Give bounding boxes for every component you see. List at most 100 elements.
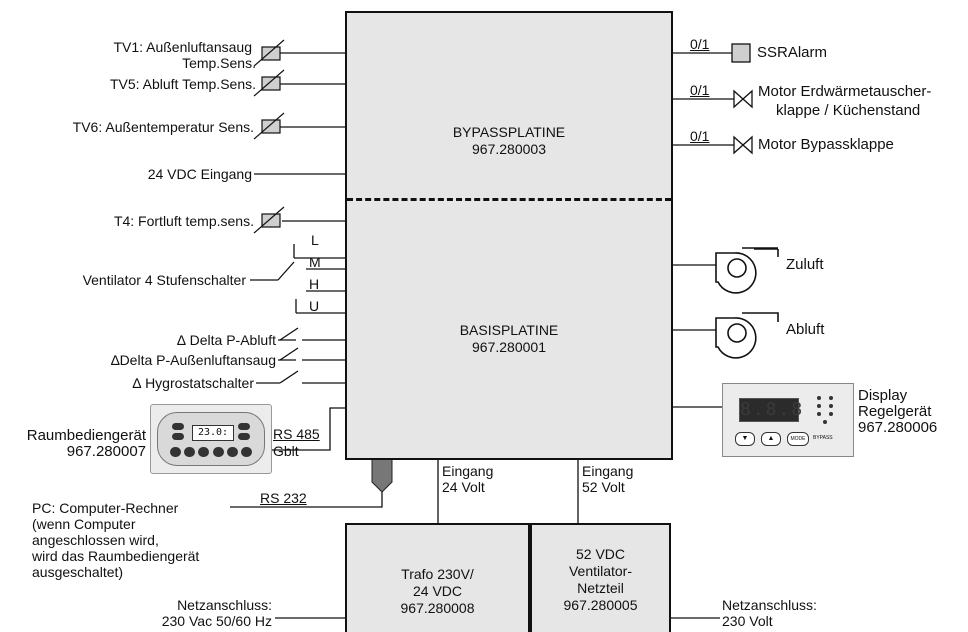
raum-btn-row bbox=[170, 447, 252, 457]
tv1-sensor-icon bbox=[253, 39, 285, 67]
eingang52-label-1: Eingang bbox=[582, 463, 634, 479]
display-screen: 8.8.8 bbox=[739, 398, 805, 422]
rs485-label: RS 485 bbox=[273, 426, 320, 442]
ssr-alarm-icon bbox=[731, 43, 751, 63]
hygro-text: Hygrostatschalter bbox=[145, 375, 254, 391]
erd-valve-icon bbox=[733, 89, 753, 109]
raum-device-image: 23.0: bbox=[150, 404, 272, 474]
trafo-line-3: 967.280008 bbox=[400, 600, 475, 616]
led-icon bbox=[829, 396, 833, 400]
tv5-label: TV5: Abluft Temp.Sens. bbox=[109, 76, 256, 92]
netzteil-box bbox=[530, 523, 671, 632]
board-housing bbox=[345, 11, 673, 460]
raum-btn-icon bbox=[212, 447, 224, 457]
display-down-button: ▼ bbox=[735, 432, 755, 446]
netzteil-line-4: 967.280005 bbox=[563, 597, 638, 613]
trafo-line-1: Trafo 230V/ bbox=[401, 566, 474, 582]
hygro-switch bbox=[279, 370, 299, 384]
netz-right-label-2: 230 Volt bbox=[722, 613, 773, 629]
display-leds bbox=[815, 394, 841, 426]
erd-label-2: klappe / Küchenstand bbox=[776, 102, 921, 119]
ssr-label: SSRAlarm bbox=[757, 44, 828, 61]
eingang24-label-1: Eingang bbox=[442, 463, 494, 479]
trafo-line-2: 24 VDC bbox=[412, 583, 463, 599]
ssr-signal: 0/1 bbox=[690, 36, 710, 52]
vent-switch-arm bbox=[277, 261, 295, 281]
bypass-valve-icon bbox=[733, 135, 753, 155]
ventilator-label: Ventilator 4 Stufenschalter bbox=[82, 272, 246, 288]
gblt-label: Gblt bbox=[273, 443, 299, 459]
abluft-fan-icon bbox=[715, 312, 779, 359]
rs232-connector-icon bbox=[371, 456, 393, 493]
delta-symbol-icon: ∆ bbox=[110, 352, 120, 368]
raum-btn-icon bbox=[240, 447, 252, 457]
rs232-label: RS 232 bbox=[260, 490, 307, 506]
bypass-board-code: 967.280003 bbox=[472, 141, 546, 157]
stage-u-label: U bbox=[309, 298, 320, 314]
netz-right-label-1: Netzanschluss: bbox=[722, 597, 817, 613]
led-icon bbox=[823, 420, 827, 424]
tv5-sensor-icon bbox=[253, 69, 285, 97]
led-icon bbox=[829, 404, 833, 408]
raum-btn-icon bbox=[172, 433, 184, 440]
pc-line-4: wird das Raumbediengerät bbox=[32, 548, 200, 564]
led-icon bbox=[817, 404, 821, 408]
eingang24-label-2: 24 Volt bbox=[442, 479, 485, 495]
t4-label: T4: Fortluft temp.sens. bbox=[113, 213, 254, 229]
basis-board-name: BASISPLATINE bbox=[459, 322, 559, 338]
netz-left-label-2: 230 Vac 50/60 Hz bbox=[161, 613, 272, 629]
pc-line-1: PC: Computer-Rechner bbox=[32, 500, 179, 516]
erd-label-1: Motor Erdwärmetauscher- bbox=[758, 83, 932, 100]
display-device-image: 8.8.8 ▼ ▲ MODE BYPASS bbox=[722, 383, 854, 457]
trafo-box bbox=[345, 523, 530, 632]
delta-abluft-label: ∆ Delta P-Abluft bbox=[100, 332, 276, 348]
byp-signal: 0/1 bbox=[690, 128, 710, 144]
rs232-wire bbox=[230, 488, 383, 508]
raum-code: 967.280007 bbox=[66, 443, 146, 460]
pc-line-3: angeschlossen wird, bbox=[32, 532, 159, 548]
tv6-label: TV6: Außentemperatur Sens. bbox=[72, 119, 254, 135]
display-label-1: Display bbox=[858, 387, 908, 404]
eingang52-label-2: 52 Volt bbox=[582, 479, 625, 495]
t4-sensor-icon bbox=[253, 206, 285, 234]
delta-symbol-icon: ∆ bbox=[132, 375, 142, 391]
netzteil-line-1: 52 VDC bbox=[575, 546, 626, 562]
raum-btn-icon bbox=[198, 447, 210, 457]
display-label-3: 967.280006 bbox=[858, 419, 938, 436]
tv6-sensor-icon bbox=[253, 112, 285, 140]
tv1-label: TV1: Außenluftansaug bbox=[113, 39, 252, 55]
netzteil-line-3: Netzteil bbox=[577, 580, 624, 596]
raum-btn-icon bbox=[170, 447, 181, 457]
board-divider bbox=[347, 198, 671, 201]
delta-aussen-label: ∆Delta P-Außenluftansaug bbox=[20, 352, 276, 368]
led-icon bbox=[817, 396, 821, 400]
led-icon bbox=[817, 412, 821, 416]
raum-lcd: 23.0: bbox=[192, 425, 234, 441]
raum-btn-icon bbox=[238, 433, 250, 440]
zuluft-fan-icon bbox=[715, 247, 779, 294]
delta-abluft-text: Delta P-Abluft bbox=[189, 332, 276, 348]
led-icon bbox=[829, 412, 833, 416]
display-bypass-tag: BYPASS bbox=[813, 435, 833, 441]
raum-btn-icon bbox=[184, 447, 196, 457]
bypass-board-name: BYPASSPLATINE bbox=[452, 124, 566, 140]
netz-left-label-1: Netzanschluss: bbox=[177, 597, 272, 613]
stage-l-label: L bbox=[311, 232, 319, 248]
stage-m-label: M bbox=[309, 254, 321, 270]
stage-h-label: H bbox=[309, 276, 320, 292]
raum-label: Raumbediengerät bbox=[26, 427, 146, 444]
erd-signal: 0/1 bbox=[690, 82, 710, 98]
vdc-eingang-label: 24 VDC Eingang bbox=[147, 166, 252, 182]
raum-device-body: 23.0: bbox=[157, 412, 265, 466]
raum-btn-icon bbox=[226, 447, 238, 457]
byp-label: Motor Bypassklappe bbox=[758, 136, 894, 153]
pc-line-5: ausgeschaltet) bbox=[32, 564, 124, 580]
delta-aussen-text: Delta P-Außenluftansaug bbox=[119, 352, 276, 368]
tv1-label-2: Temp.Sens. bbox=[182, 55, 256, 71]
pc-line-2: (wenn Computer bbox=[32, 516, 136, 532]
display-label-2: Regelgerät bbox=[858, 403, 932, 420]
netzteil-line-2: Ventilator- bbox=[568, 563, 633, 579]
delta-aussen-switch bbox=[279, 347, 299, 361]
delta-abluft-switch bbox=[279, 327, 299, 341]
